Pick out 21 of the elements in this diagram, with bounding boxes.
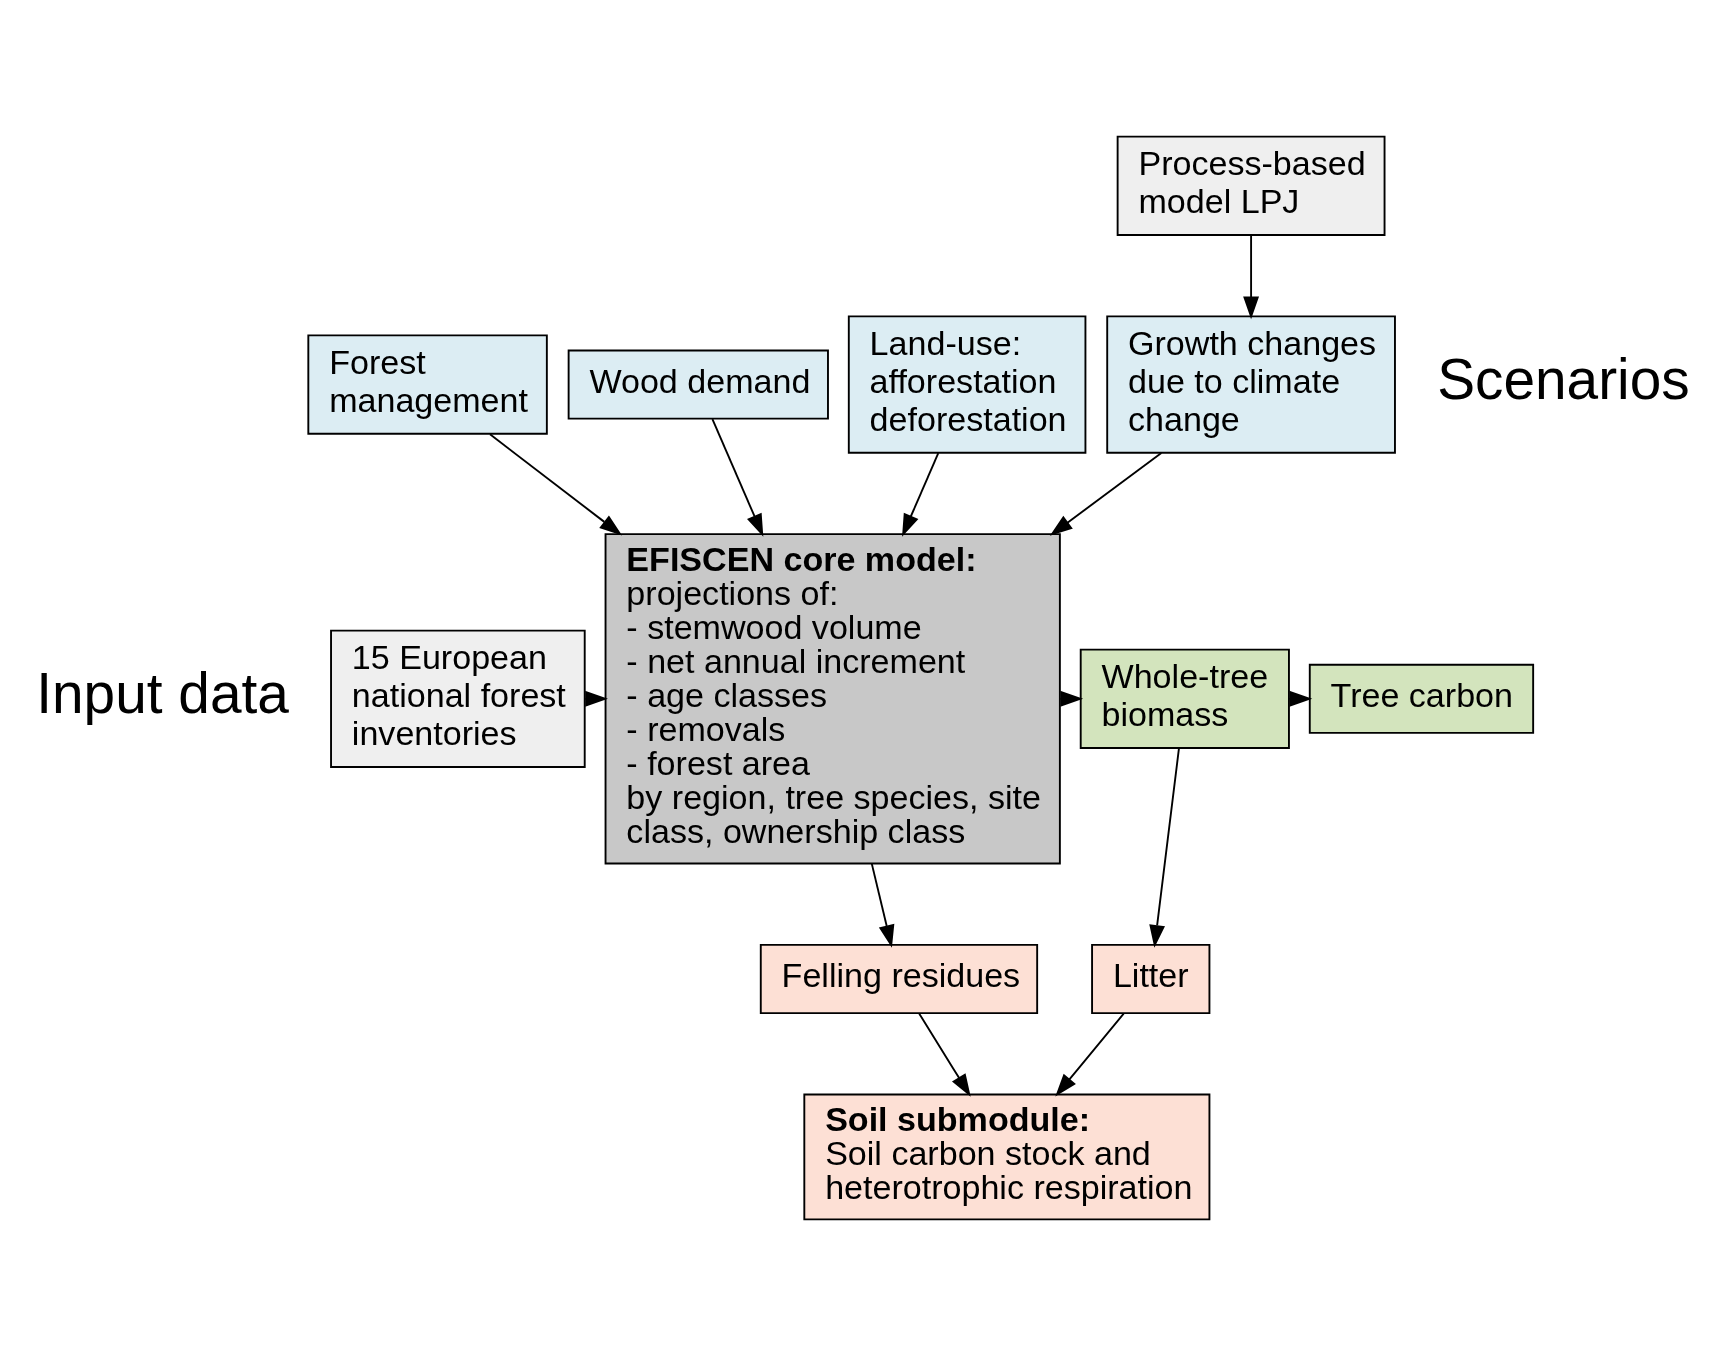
arrow <box>489 432 623 536</box>
node-box: Tree carbon <box>1308 663 1535 734</box>
node-box: Process-based model LPJ <box>1116 135 1386 236</box>
arrow <box>902 451 940 537</box>
arrow <box>870 862 895 948</box>
node-box: Litter <box>1091 943 1211 1014</box>
node-box: Soil submodule: Soil carbon stock and heterotrophic respiration <box>803 1093 1211 1220</box>
arrow <box>711 417 764 537</box>
arrow <box>1149 746 1180 948</box>
label: Input data <box>36 661 289 725</box>
label: Scenarios <box>1437 347 1690 411</box>
node-box: Wood demand <box>567 349 829 420</box>
arrow <box>1288 690 1313 707</box>
arrow <box>1055 1012 1125 1096</box>
arrow <box>1243 233 1260 319</box>
node-box: Felling residues <box>759 943 1039 1014</box>
arrow <box>918 1012 971 1097</box>
arrow <box>1049 451 1163 536</box>
node-box: Forest management <box>307 333 548 435</box>
node-box: Growth changes due to climate change <box>1106 314 1396 454</box>
node-box: Land-use: afforestation deforestation <box>847 314 1087 454</box>
